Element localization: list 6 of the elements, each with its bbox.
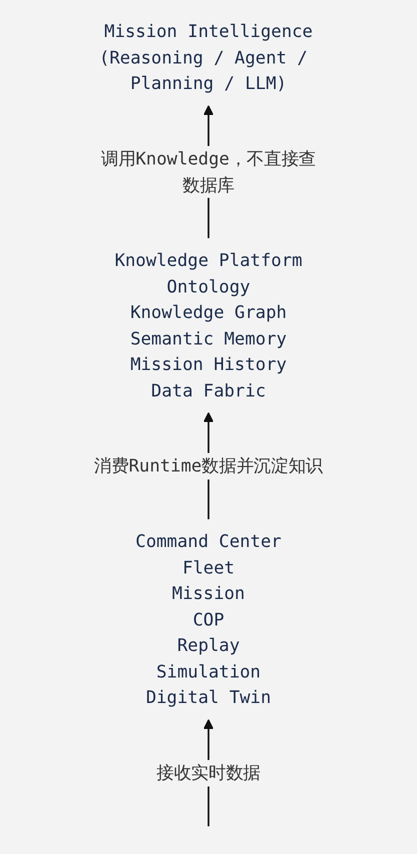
node-text: Mission Intelligence (Reasoning / Agent / Planning / LLM) [99,20,313,94]
edge-label: 消费Runtime数据并沉淀知识 [94,455,323,476]
node-text: Command Center Fleet Mission COP Replay Simulation Digital Twin [136,530,282,708]
node-text: Knowledge Platform Ontology Knowledge Graph Semantic Memory Mission History Data Fabric [114,250,302,400]
edge-label: 接收实时数据 [156,762,260,784]
edge-label: 调用Knowledge，不直接查数据库 [101,148,316,196]
